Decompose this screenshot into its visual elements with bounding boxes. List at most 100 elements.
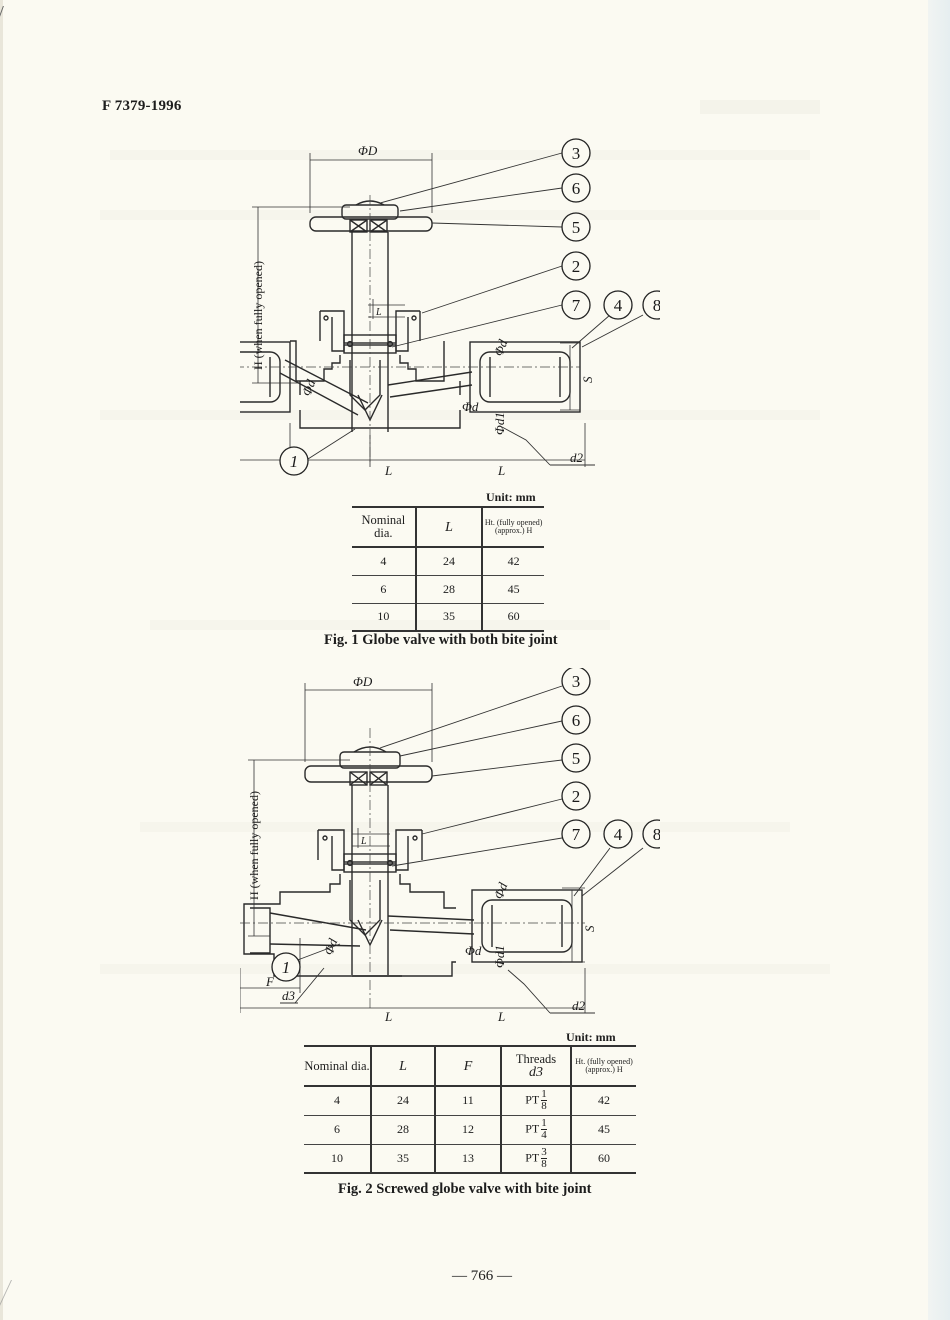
figure2-caption: Fig. 2 Screwed globe valve with bite joi… [338, 1181, 592, 1197]
callout-8: 8 [653, 825, 660, 844]
callout-5: 5 [572, 218, 581, 237]
dim-thread-right: d2 [572, 998, 586, 1013]
dim-bore-right: Φd [491, 880, 511, 901]
dim-thread: d2 [570, 450, 584, 465]
callout-7: 7 [572, 296, 581, 315]
table2-header-F: F [434, 1046, 501, 1086]
cell-dia: 10 [304, 1143, 371, 1173]
cell-H: 60 [570, 1143, 636, 1173]
thread-prefix: PT [525, 1121, 540, 1136]
cell-dia: 6 [304, 1114, 371, 1144]
cell-L: 35 [370, 1143, 435, 1173]
dim-thread-length: F [265, 974, 275, 989]
standard-number: F 7379-1996 [102, 98, 182, 114]
dim-bore-center: Φd [465, 943, 482, 958]
dim-across-flats: S [580, 376, 595, 383]
figure2-diagram: 3 6 5 2 7 4 8 1 ΦD H (when fully opened)… [240, 668, 660, 1024]
page-right-edge [928, 0, 950, 1320]
dim-bore-left: Φd [299, 377, 319, 398]
dim-length-right: L [497, 1009, 505, 1024]
scan-corner-mark-bottom [0, 1280, 26, 1310]
cell-L: 28 [370, 1114, 435, 1144]
dim-stroke: L [375, 307, 382, 318]
cell-L: 24 [414, 547, 483, 575]
dim-bore-center: Φd [462, 399, 479, 414]
cell-dia: 10 [352, 602, 416, 631]
table2-header-threads: Threads d3 [500, 1046, 571, 1086]
dim-length-left: L [384, 463, 392, 478]
cell-H: 60 [481, 602, 544, 631]
dim-length-left: L [384, 1009, 392, 1024]
dim-across-flats: S [582, 925, 597, 932]
dim-length-right: L [497, 463, 505, 478]
dim-outer-dia: ΦD [353, 674, 373, 689]
page-number: — 766 — [452, 1268, 512, 1284]
callout-5: 5 [572, 749, 581, 768]
dim-thread-left: d3 [282, 988, 296, 1003]
dim-height: H (when fully opened) [247, 791, 261, 900]
cell-L: 28 [414, 574, 483, 603]
table-row: 4 24 42 [352, 547, 544, 575]
table1-unit: Unit: mm [486, 490, 536, 504]
cell-L: 35 [414, 602, 483, 631]
dim-tube-dia: Φd1 [492, 412, 507, 435]
scan-corner-mark [0, 6, 14, 22]
cell-L: 24 [370, 1086, 435, 1115]
callout-4: 4 [614, 296, 623, 315]
fraction-numerator: 1 [541, 1117, 547, 1130]
table2-header-dia: Nominal dia. [304, 1058, 370, 1073]
cell-dia: 6 [352, 574, 416, 603]
cell-H: 42 [481, 547, 544, 575]
table-row: 10 35 60 [352, 602, 544, 631]
fraction-denominator: 8 [541, 1100, 547, 1113]
threads-label: Threads [515, 1052, 557, 1066]
table2-header-H: Ht. (fully opened) (approx.) H [570, 1046, 636, 1086]
cell-H: 45 [570, 1114, 636, 1144]
cell-H: 42 [570, 1086, 636, 1115]
figure1-caption: Fig. 1 Globe valve with both bite joint [324, 632, 558, 648]
figure1-diagram: 3 6 5 2 7 4 8 1 ΦD H (when fully opened)… [240, 138, 660, 478]
fraction-numerator: 3 [541, 1145, 547, 1159]
callout-1: 1 [290, 452, 299, 471]
cell-dia: 4 [334, 1093, 340, 1108]
table1-header-L: L [414, 507, 483, 547]
table1-header-H: Ht. (fully opened) (approx.) H [481, 507, 544, 547]
cell-H: 45 [481, 574, 544, 603]
dim-bore-right: Φd [491, 337, 511, 358]
table2-unit: Unit: mm [566, 1030, 616, 1044]
callout-6: 6 [572, 711, 581, 730]
fraction-denominator: 4 [541, 1129, 547, 1141]
table1: Nominal dia. L Ht. (fully opened) (appro… [352, 506, 544, 632]
callout-3: 3 [572, 144, 581, 163]
callout-7: 7 [572, 825, 581, 844]
threads-symbol: d3 [529, 1065, 543, 1080]
callout-2: 2 [572, 257, 581, 276]
thread-prefix: PT [525, 1092, 540, 1107]
table-row: 6 28 45 [352, 574, 544, 603]
dim-height: H (when fully opened) [251, 261, 265, 370]
dim-tube-dia: Φd1 [492, 945, 507, 968]
cell-F: 13 [434, 1143, 501, 1173]
table2-header-L: L [370, 1046, 435, 1086]
dim-bore-left: Φd [321, 936, 341, 957]
dim-stroke: L [360, 836, 367, 847]
fraction-denominator: 8 [541, 1157, 547, 1170]
callout-6: 6 [572, 179, 581, 198]
cell-F: 11 [434, 1086, 501, 1115]
dim-outer-dia: ΦD [358, 143, 378, 158]
callout-4: 4 [614, 825, 623, 844]
page-left-edge [0, 0, 3, 1320]
callout-8: 8 [653, 296, 660, 315]
callout-3: 3 [572, 672, 581, 691]
show-through-decoration [700, 100, 820, 114]
fraction-numerator: 1 [541, 1088, 547, 1102]
